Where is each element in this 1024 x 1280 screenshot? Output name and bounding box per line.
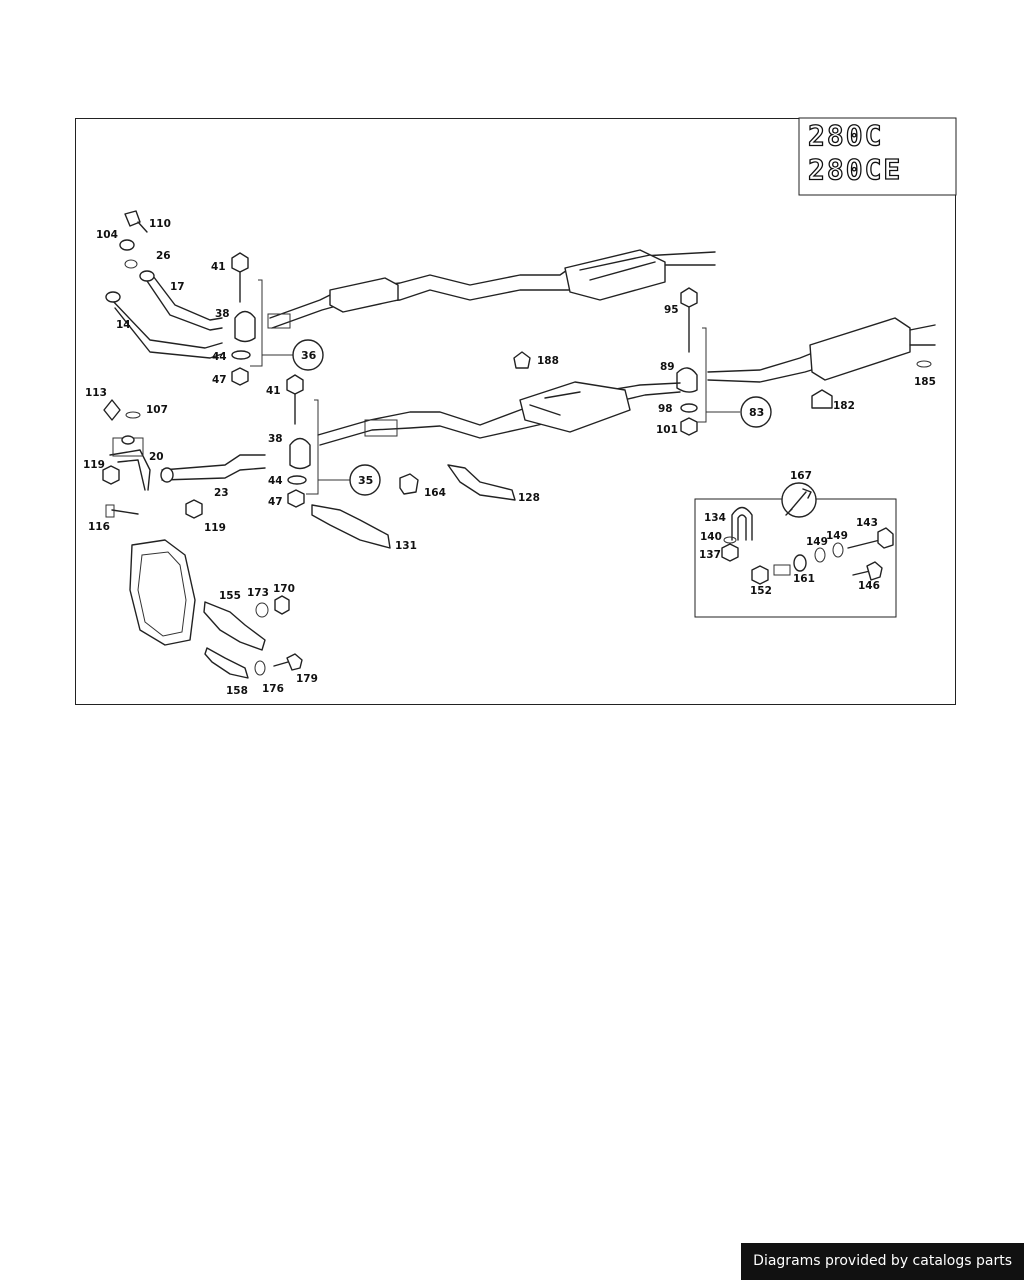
part-label-95: 95 [664, 304, 679, 316]
part-label-38-upper: 38 [215, 308, 230, 320]
part-label-170: 170 [273, 583, 295, 595]
part-label-152: 152 [750, 585, 772, 597]
part-label-188: 188 [537, 355, 559, 367]
part-label-89: 89 [660, 361, 675, 373]
part-label-137: 137 [699, 549, 721, 561]
front-pipe-upper [105, 210, 223, 359]
center-muffler-lower [519, 381, 631, 433]
model-badge: 280C 280CE [798, 117, 957, 196]
part-label-41-lower: 41 [266, 385, 281, 397]
callout-circle-83 [740, 396, 772, 428]
callout-circle-36 [292, 339, 324, 371]
model-label-280ce: 280CE [808, 153, 902, 186]
upper-clamp-hardware [231, 252, 324, 386]
rear-muffler-body [809, 317, 911, 381]
mounting-kit [694, 482, 897, 618]
rear-clamp-hardware [676, 287, 772, 436]
part-label-149-left: 149 [806, 536, 828, 548]
lower-clamp-hardware [286, 374, 381, 508]
part-label-140: 140 [700, 531, 722, 543]
part-label-38-lower: 38 [268, 433, 283, 445]
part-label-23: 23 [214, 487, 229, 499]
callout-label-36: 36 [301, 349, 317, 362]
transmission-bracket-group [129, 539, 303, 679]
upper-exhaust-assembly [267, 249, 716, 329]
part-label-185: 185 [914, 376, 936, 388]
part-label-158: 158 [226, 685, 248, 697]
part-label-155: 155 [219, 590, 241, 602]
part-label-134: 134 [704, 512, 726, 524]
part-label-164: 164 [424, 487, 446, 499]
part-label-113: 113 [85, 387, 107, 399]
part-label-47-lower: 47 [268, 496, 283, 508]
front-pipe-lower [102, 399, 266, 519]
part-label-47-upper: 47 [212, 374, 227, 386]
part-label-119-left: 119 [83, 459, 105, 471]
part-label-17: 17 [170, 281, 185, 293]
part-label-116: 116 [88, 521, 110, 533]
rear-muffler [707, 317, 936, 383]
diagram-frame [75, 118, 956, 705]
part-label-44-upper: 44 [212, 351, 227, 363]
part-label-131: 131 [395, 540, 417, 552]
callout-circle-35 [349, 464, 381, 496]
part-label-26: 26 [156, 250, 171, 262]
part-label-14: 14 [116, 319, 131, 331]
part-label-41-upper: 41 [211, 261, 226, 273]
part-label-128: 128 [518, 492, 540, 504]
part-label-179: 179 [296, 673, 318, 685]
callout-label-83: 83 [749, 406, 764, 419]
front-muffler-upper [329, 277, 399, 313]
callout-label-35: 35 [358, 474, 373, 487]
part-label-143: 143 [856, 517, 878, 529]
model-label-280c: 280C [808, 119, 883, 152]
part-label-98: 98 [658, 403, 673, 415]
part-number-labels: 110 104 26 17 14 41 38 44 47 36 95 188 8… [83, 218, 936, 697]
center-muffler-upper [564, 249, 666, 301]
part-label-167: 167 [790, 470, 812, 482]
part-label-44-lower: 44 [268, 475, 283, 487]
part-label-146: 146 [858, 580, 880, 592]
part-label-176: 176 [262, 683, 284, 695]
part-label-101: 101 [656, 424, 678, 436]
part-label-173: 173 [247, 587, 269, 599]
part-label-107: 107 [146, 404, 168, 416]
part-label-149-right: 149 [826, 530, 848, 542]
part-label-20: 20 [149, 451, 164, 463]
part-label-182: 182 [833, 400, 855, 412]
misc-parts [311, 351, 932, 549]
lower-exhaust-assembly [317, 381, 681, 446]
attribution-footer: Diagrams provided by catalogs parts [741, 1243, 1024, 1280]
part-label-161: 161 [793, 573, 815, 585]
part-label-110: 110 [149, 218, 171, 230]
part-label-119-right: 119 [204, 522, 226, 534]
part-label-104: 104 [96, 229, 118, 241]
